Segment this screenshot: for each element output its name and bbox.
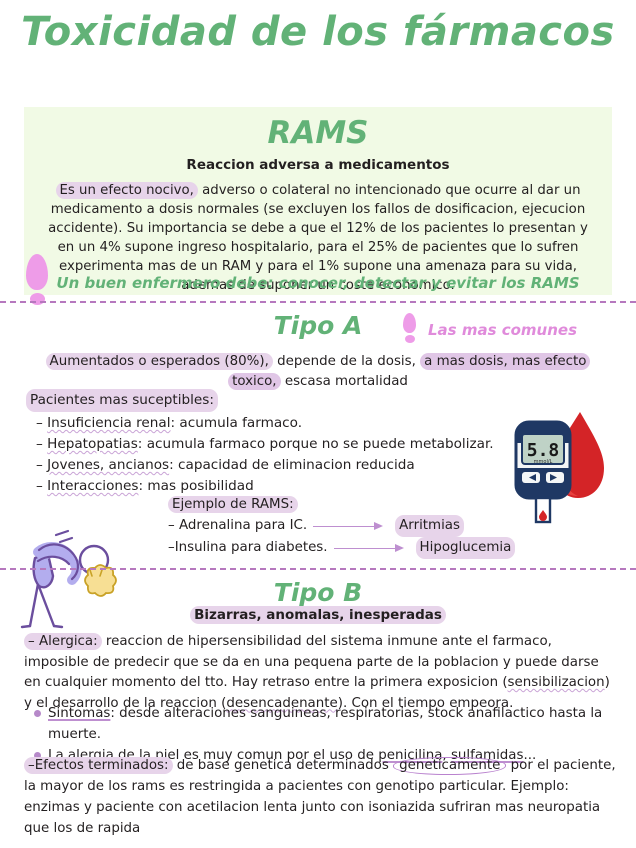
exclamation-dot xyxy=(29,293,45,305)
arrow-right-icon xyxy=(333,543,412,554)
efectos-text-b: por el paciente, la mayor de los rams es… xyxy=(24,758,616,836)
bullet-rest: : desde alteraciones sanguineas, respira… xyxy=(48,706,603,742)
tipo-b-subtitle-wrap: Bizarras, anomalas, inesperadas xyxy=(0,606,636,624)
bullet-dot-icon xyxy=(34,710,41,717)
tipo-a-note: Las mas comunes xyxy=(428,321,578,339)
tipo-a-list-title: Pacientes mas suceptibles: xyxy=(26,389,218,412)
rams-footer: Un buen enfermero debe: conocer, detecta… xyxy=(56,274,580,292)
list-dash: – xyxy=(36,415,43,431)
tipo-a-lead-chip-1: Aumentados o esperados (80%), xyxy=(45,353,273,370)
page-title: Toxicidad de los fármacos xyxy=(21,9,615,55)
rams-body-rest: adverso o colateral no intencionado que … xyxy=(48,183,586,236)
efectos-terminados-keyword: –Efectos terminados: xyxy=(24,757,173,774)
list-keyword: Hepatopatias xyxy=(47,436,138,452)
exclamation-mark-small-icon xyxy=(403,313,416,343)
list-keyword: Jovenes, ancianos xyxy=(47,457,170,473)
drug-sulfamidas: sulfamidas xyxy=(450,748,524,763)
bullet-dot-icon xyxy=(34,752,41,759)
rams-panel xyxy=(24,107,612,295)
tipo-a-heading: Tipo A xyxy=(273,311,363,340)
list-rest: : capacidad de eliminacion reducida xyxy=(169,457,415,473)
list-item: Sintomas: desde alteraciones sanguineas,… xyxy=(34,703,624,745)
exclamation-stem xyxy=(403,313,416,333)
geneticamente-circled: geneticamente xyxy=(393,757,507,775)
list-dash: – xyxy=(36,478,43,494)
alergica-keyword: – Alergica: xyxy=(24,633,102,650)
arrow-right-icon xyxy=(313,521,391,532)
list-keyword: Insuficiencia renal xyxy=(47,415,171,431)
efectos-text-a: de base genetica determinados xyxy=(172,758,394,773)
tipo-b-paragraph-1: – Alergica: reaccion de hipersensibilida… xyxy=(24,632,616,714)
example-cause: –Insulina para diabetes. xyxy=(168,540,328,555)
example-row: – Adrenalina para IC. Arritmias xyxy=(168,515,515,537)
rams-body: Es un efecto nocivo, adverso o colateral… xyxy=(40,181,596,295)
list-item: – Insuficiencia renal: acumula farmaco. xyxy=(26,413,526,434)
exclamation-dot xyxy=(404,335,415,343)
alergica-text-b: ) y el desarrollo de la reaccion ( xyxy=(24,675,610,711)
tipo-b-heading: Tipo B xyxy=(273,578,363,607)
exclamation-stem xyxy=(26,254,48,290)
section-divider-1 xyxy=(0,301,636,303)
list-item: – Hepatopatias: acumula farmaco porque n… xyxy=(26,434,526,455)
exclamation-mark-icon xyxy=(26,254,48,305)
tipo-a-susceptible-list: Pacientes mas suceptibles: – Insuficienc… xyxy=(26,389,526,497)
tipo-a-examples: Ejemplo de RAMS: – Adrenalina para IC. A… xyxy=(168,495,516,559)
tipo-a-lead-end: escasa mortalidad xyxy=(280,374,408,389)
list-dash: – xyxy=(36,436,43,452)
list-rest: : acumula farmaco porque no se puede met… xyxy=(137,436,494,452)
sensibilizacion-term: sensibilizacion xyxy=(507,675,605,690)
rams-heading: RAMS xyxy=(267,115,369,151)
bullet-keyword: Sintomas xyxy=(48,706,111,721)
drug-penicilina: penicilina xyxy=(378,748,443,763)
alergica-text-a: reaccion de hipersensibilidad del sistem… xyxy=(24,634,599,690)
example-effect: Hipoglucemia xyxy=(415,537,516,559)
glucometer-reading: 5.8 xyxy=(527,440,560,461)
rams-body-highlight: Es un efecto nocivo, xyxy=(55,182,198,199)
sneezing-person-icon xyxy=(8,528,130,632)
glucometer-icon: 5.8 mmol/L xyxy=(498,406,628,528)
list-rest: : acumula farmaco. xyxy=(170,415,303,431)
rams-body-line2: Su importancia se debe a que el 12% de l… xyxy=(57,221,588,293)
glucometer-unit: mmol/L xyxy=(534,459,553,465)
list-rest: : mas posibilidad xyxy=(138,478,254,494)
section-divider-2 xyxy=(0,568,636,570)
tipo-b-paragraph-2: –Efectos terminados: de base genetica de… xyxy=(24,755,620,839)
list-dash: – xyxy=(36,457,43,473)
tipo-a-lead-mid: depende de la dosis, xyxy=(272,354,421,369)
list-item: – Interacciones: mas posibilidad xyxy=(26,476,526,497)
desencadenante-term: desencadenante xyxy=(226,695,338,711)
tipo-b-subtitle: Bizarras, anomalas, inesperadas xyxy=(190,606,446,624)
list-item: – Jovenes, ancianos: capacidad de elimin… xyxy=(26,455,526,476)
bullet-mid: , xyxy=(442,748,451,763)
bullet-text: Sintomas: desde alteraciones sanguineas,… xyxy=(48,703,624,745)
examples-title: Ejemplo de RAMS: xyxy=(168,496,298,513)
example-effect: Arritmias xyxy=(395,515,464,537)
alergica-text-c: ). Con el tiempo empeora. xyxy=(337,695,514,711)
example-cause: – Adrenalina para IC. xyxy=(168,518,308,533)
rams-subtitle: Reaccion adversa a medicamentos xyxy=(186,157,450,173)
tipo-a-lead-text: Aumentados o esperados (80%), depende de… xyxy=(24,352,612,392)
list-keyword: Interacciones xyxy=(47,478,139,494)
bullet-post: ... xyxy=(523,748,537,763)
example-row: –Insulina para diabetes. Hipoglucemia xyxy=(168,537,516,559)
